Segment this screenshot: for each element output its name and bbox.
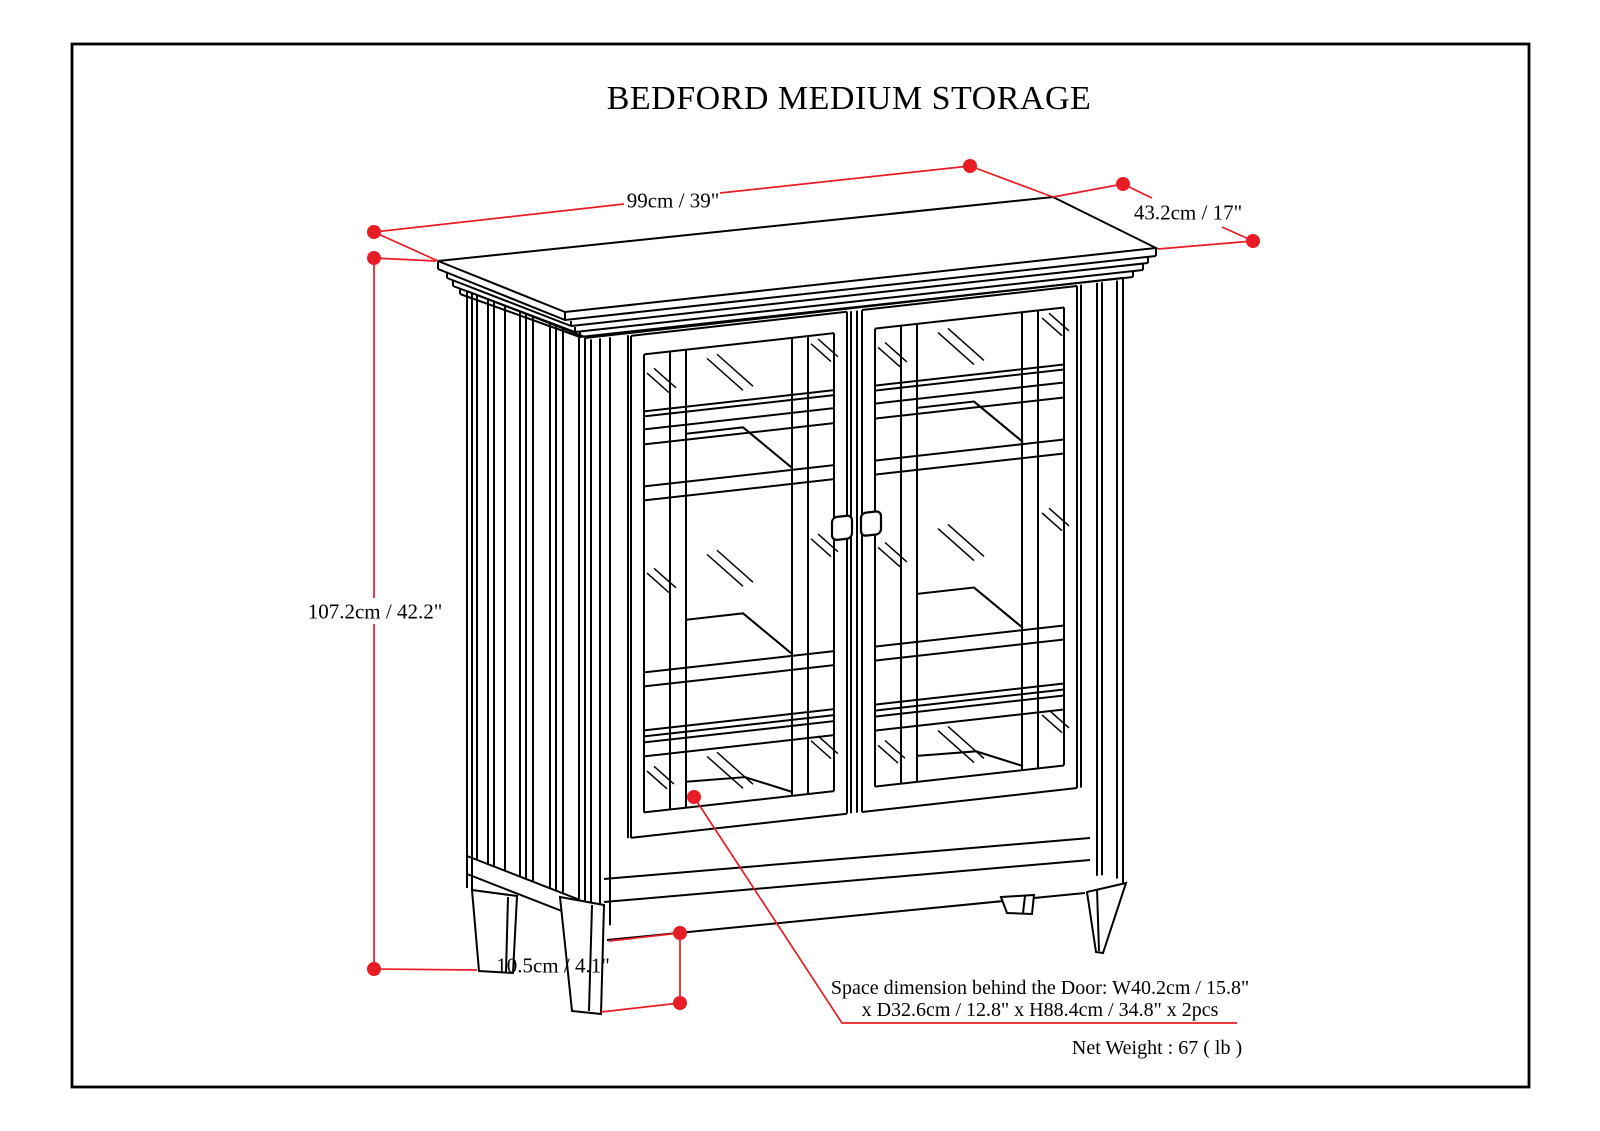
cabinet-base [603,837,1091,941]
cabinet-front [584,276,1124,941]
width-dimension-line [373,165,1054,262]
cabinet-top [437,195,1160,338]
back-right-leg [999,893,1036,916]
interior-dimension-note-line2: x D32.6cm / 12.8" x H88.4cm / 34.8" x 2p… [861,999,1219,1021]
dimension-lines [367,159,1260,1024]
glass-reflection-marks [646,312,1070,790]
front-left-leg [558,895,606,1016]
net-weight-label: Net Weight : 67 ( lb ) [1071,1037,1243,1059]
cabinet-side-panel [466,290,586,937]
height-dimension-line [373,257,478,971]
right-door-knob [859,510,883,537]
height-dimension-label: 107.2cm / 42.2" [307,599,443,624]
leg-height-dimension-label: 10.5cm / 4.1" [496,953,610,978]
page-title: BEDFORD MEDIUM STORAGE [606,80,1092,117]
dimension-endpoint-dots [367,159,1260,1010]
width-dimension-label: 99cm / 39" [626,188,720,213]
interior-note-leader-line [693,796,1237,1024]
left-door-knob [830,514,854,541]
leg-height-dimension-line [600,932,681,1013]
depth-dimension-label: 43.2cm / 17" [1133,200,1243,225]
cabinet-legs [470,881,1128,1016]
interior-dimension-note: Space dimension behind the Door: W40.2cm… [831,977,1249,1021]
depth-dimension-line [1052,183,1254,250]
page-border [70,42,1531,1089]
interior-dimension-note-line1: Space dimension behind the Door: W40.2cm… [830,977,1250,999]
front-right-leg [1085,881,1128,955]
